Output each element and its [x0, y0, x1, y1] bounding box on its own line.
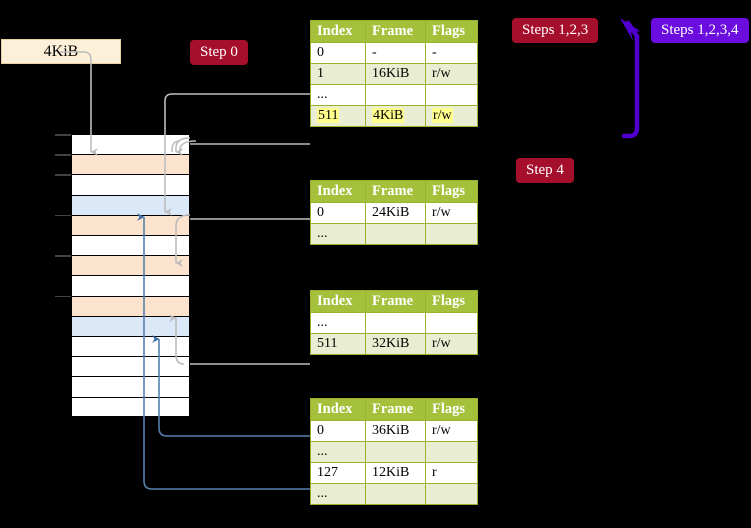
cell-frame	[365, 483, 426, 505]
cell-frame: 16KiB	[365, 63, 426, 85]
cell-flags	[425, 441, 478, 463]
cell-index: 0	[310, 42, 366, 64]
cell-index: ...	[310, 441, 366, 463]
memory-frame-white	[71, 235, 190, 256]
column-header-flags: Flags	[425, 290, 478, 313]
column-header-frame: Frame	[365, 20, 426, 43]
column-header-index: Index	[310, 290, 366, 313]
cell-flags: r/w	[425, 63, 478, 85]
column-header-flags: Flags	[425, 398, 478, 421]
cell-flags: r/w	[425, 202, 478, 224]
cell-flags	[425, 312, 478, 334]
cell-flags	[425, 483, 478, 505]
steps-1234-badge: Steps 1,2,3,4	[651, 18, 749, 43]
column-header-flags: Flags	[425, 180, 478, 203]
memory-frame-peach	[71, 214, 190, 235]
cell-flags	[425, 223, 478, 245]
table-row: ...	[310, 441, 478, 463]
cell-index: ...	[310, 483, 366, 505]
cell-index: 1	[310, 63, 366, 85]
memory-frame-blue	[71, 315, 190, 336]
cell-index: ...	[310, 84, 366, 106]
cell-frame	[365, 84, 426, 106]
memory-tick-mark	[55, 154, 71, 156]
column-header-flags: Flags	[425, 20, 478, 43]
cell-frame	[365, 223, 426, 245]
cell-index: 0	[310, 202, 366, 224]
memory-frame-peach	[71, 154, 190, 175]
memory-tick-mark	[55, 214, 71, 217]
memory-tick-mark	[55, 174, 71, 176]
arrow-pd-511-to-memory	[169, 314, 310, 365]
memory-frame-white	[71, 275, 190, 296]
cell-flags: r/w	[425, 420, 478, 442]
highlighted-value: r/w	[432, 108, 453, 123]
size-label-box: 4KiB	[1, 39, 121, 64]
cell-frame: 32KiB	[365, 333, 426, 355]
memory-frame-peach	[71, 295, 190, 316]
cell-frame: 12KiB	[365, 462, 426, 484]
column-header-frame: Frame	[365, 290, 426, 313]
cell-index: 511	[310, 333, 366, 355]
memory-frame-white	[71, 174, 190, 195]
memory-frame-white	[71, 336, 190, 357]
cell-frame	[365, 312, 426, 334]
steps-123-badge: Steps 1,2,3	[512, 18, 599, 43]
physical-memory-column	[55, 134, 190, 417]
cell-index: 0	[310, 420, 366, 442]
table-row: ...	[310, 312, 478, 334]
memory-frame-white	[71, 396, 190, 417]
cell-flags: r	[425, 462, 478, 484]
table-row: ...	[310, 483, 478, 505]
table-row: 511 4KiB r/w	[310, 105, 478, 127]
column-header-frame: Frame	[365, 180, 426, 203]
table-row: 0--	[310, 42, 478, 64]
column-header-frame: Frame	[365, 398, 426, 421]
table-row: ...	[310, 223, 478, 245]
step-0-badge: Step 0	[190, 40, 248, 65]
table-row: ...	[310, 84, 478, 106]
memory-tick-mark	[55, 295, 71, 298]
memory-frame-peach	[71, 255, 190, 276]
cell-frame: 36KiB	[365, 420, 426, 442]
memory-frame-blue	[71, 194, 190, 215]
memory-tick-mark	[55, 255, 71, 257]
cell-flags: r/w	[425, 105, 478, 127]
cell-frame: 4KiB	[365, 105, 426, 127]
cell-flags	[425, 84, 478, 106]
memory-frame-white	[71, 134, 190, 155]
column-header-index: Index	[310, 20, 366, 43]
cell-flags: -	[425, 42, 478, 64]
cell-frame: 24KiB	[365, 202, 426, 224]
column-header-index: Index	[310, 398, 366, 421]
cell-index: ...	[310, 223, 366, 245]
memory-tick-mark	[55, 134, 71, 136]
highlighted-value: 4KiB	[372, 108, 405, 123]
cell-index: 511	[310, 105, 366, 127]
memory-frame-white	[71, 376, 190, 397]
memory-frame-white	[71, 356, 190, 377]
arrow-pdpt-0-to-memory	[175, 214, 310, 267]
arrow-translation-purple	[620, 18, 640, 139]
cell-flags: r/w	[425, 333, 478, 355]
step-4-badge: Step 4	[516, 158, 574, 183]
highlighted-value: 511	[317, 108, 340, 123]
cell-frame: -	[365, 42, 426, 64]
column-header-index: Index	[310, 180, 366, 203]
cell-frame	[365, 441, 426, 463]
cell-index: ...	[310, 312, 366, 334]
cell-index: 127	[310, 462, 366, 484]
